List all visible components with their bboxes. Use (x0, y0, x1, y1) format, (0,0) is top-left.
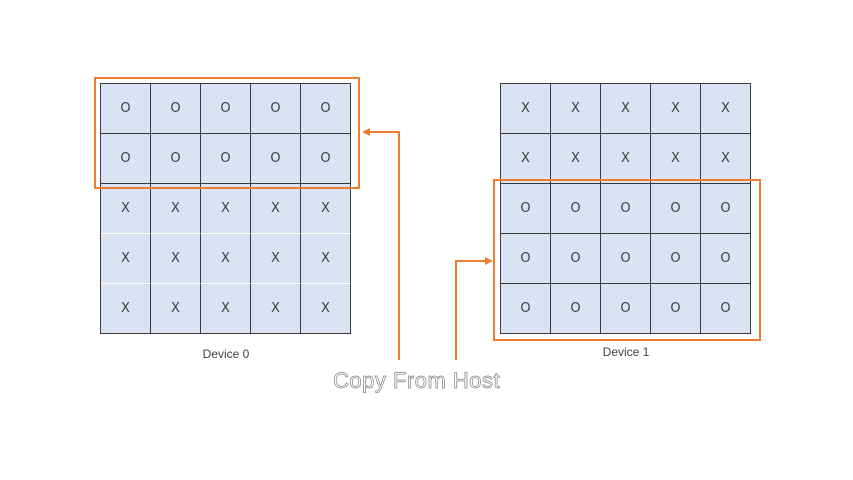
device0-cell: X (301, 234, 351, 284)
device0-cell: O (101, 134, 151, 184)
copy-from-host-label: Copy From Host (333, 368, 501, 394)
device0-cell: O (151, 84, 201, 134)
device1-cell: X (551, 84, 601, 134)
device1-cell: X (501, 84, 551, 134)
device1-cell: O (701, 284, 751, 334)
device0-cell: O (251, 134, 301, 184)
device0-cell: O (301, 84, 351, 134)
device1-cell: O (501, 184, 551, 234)
device0-cell: X (251, 184, 301, 234)
arrow-to-device-1 (455, 257, 493, 360)
arrow-to-device-0 (362, 128, 400, 360)
device1-cell: O (501, 234, 551, 284)
device1-cell: O (601, 284, 651, 334)
device0-cell: X (201, 284, 251, 334)
device1-cell: O (701, 234, 751, 284)
device1-cell: X (701, 134, 751, 184)
device-1-copy-region (493, 179, 761, 341)
device1-cell: O (601, 234, 651, 284)
device1-cell: O (701, 184, 751, 234)
device1-cell: O (551, 184, 601, 234)
device0-cell: X (101, 184, 151, 234)
device0-cell: O (151, 134, 201, 184)
device-0-label: Device 0 (202, 347, 250, 361)
device0-cell: O (251, 84, 301, 134)
device0-cell: X (251, 234, 301, 284)
device0-cell: X (101, 234, 151, 284)
device1-cell: O (551, 234, 601, 284)
device0-cell: X (101, 284, 151, 334)
device0-cell: O (201, 134, 251, 184)
device0-cell: X (151, 234, 201, 284)
device1-cell: O (651, 234, 701, 284)
device-1-label: Device 1 (602, 345, 650, 359)
device1-cell: X (701, 84, 751, 134)
device1-cell: X (601, 84, 651, 134)
device1-cell: X (501, 134, 551, 184)
device0-cell: X (251, 284, 301, 334)
device0-cell: X (301, 184, 351, 234)
device1-cell: X (551, 134, 601, 184)
device0-cell: X (201, 184, 251, 234)
device-0-copy-region (94, 77, 360, 189)
device1-cell: X (651, 134, 701, 184)
device0-cell: X (301, 284, 351, 334)
device0-cell: O (101, 84, 151, 134)
device0-cell: O (201, 84, 251, 134)
device1-cell: O (501, 284, 551, 334)
device1-cell: X (601, 134, 651, 184)
device0-cell: O (301, 134, 351, 184)
device0-cell: X (201, 234, 251, 284)
device0-cell: X (151, 184, 201, 234)
device1-cell: X (651, 84, 701, 134)
device1-cell: O (651, 284, 701, 334)
device1-cell: O (601, 184, 651, 234)
device1-cell: O (551, 284, 601, 334)
device1-cell: O (651, 184, 701, 234)
device0-cell: X (151, 284, 201, 334)
